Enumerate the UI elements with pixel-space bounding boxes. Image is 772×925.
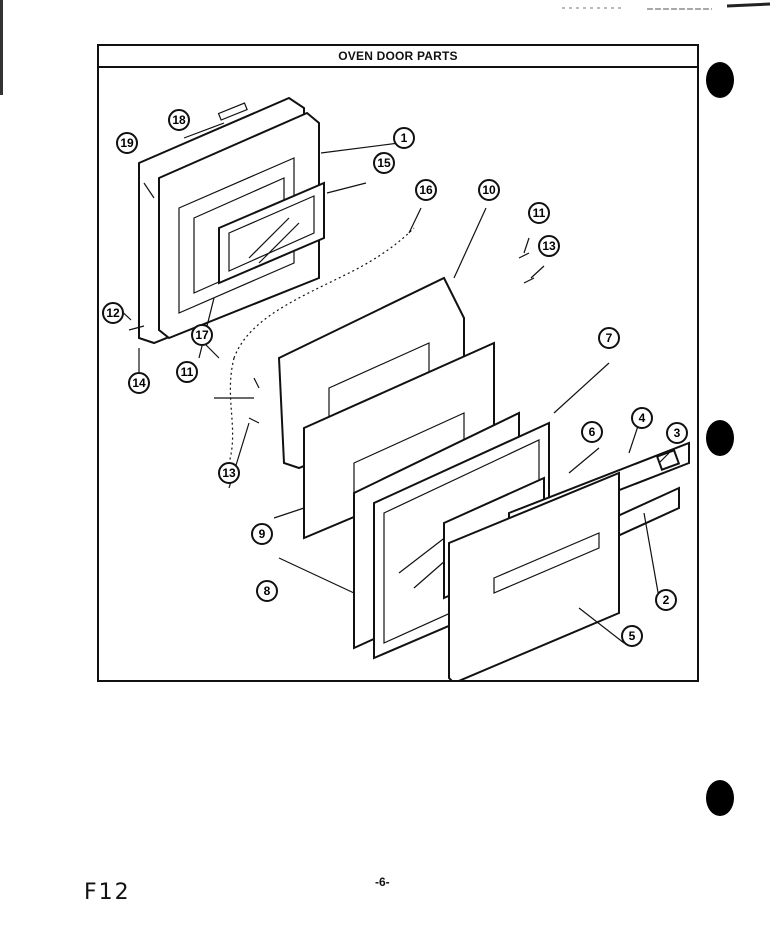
- page-edge: [0, 0, 3, 95]
- callout-4: 4: [631, 407, 653, 429]
- callout-11-right: 11: [528, 202, 550, 224]
- callout-3: 3: [666, 422, 688, 444]
- svg-text:13: 13: [542, 239, 556, 253]
- gasket-part: [228, 227, 415, 464]
- diagram-frame: OVEN DOOR PARTS: [97, 44, 699, 682]
- svg-text:17: 17: [195, 328, 209, 342]
- svg-text:7: 7: [606, 331, 613, 345]
- outer-door-panel-part: [448, 471, 620, 680]
- punch-hole-icon: [706, 62, 734, 98]
- exploded-door-diagram: 1 2 3 4 5 6 7 8 9 10 11 11 12 13 13 14 1…: [102, 96, 690, 680]
- screw-parts: [128, 252, 535, 424]
- callout-10: 10: [478, 179, 500, 201]
- svg-text:8: 8: [264, 584, 271, 598]
- callout-19: 19: [116, 132, 138, 154]
- footer-code: F12: [84, 880, 131, 905]
- callout-14: 14: [128, 372, 150, 394]
- page-number: -6-: [375, 875, 390, 889]
- svg-text:9: 9: [259, 527, 266, 541]
- svg-text:15: 15: [377, 156, 391, 170]
- callout-13-left: 13: [218, 462, 240, 484]
- svg-text:6: 6: [589, 425, 596, 439]
- callout-16: 16: [415, 179, 437, 201]
- svg-text:19: 19: [120, 136, 134, 150]
- callout-12: 12: [102, 302, 124, 324]
- callout-6: 6: [581, 421, 603, 443]
- callout-13-right: 13: [538, 235, 560, 257]
- callout-11-left: 11: [176, 361, 198, 383]
- callout-2: 2: [655, 589, 677, 611]
- svg-text:11: 11: [181, 365, 194, 379]
- svg-text:11: 11: [533, 206, 546, 220]
- callout-1: 1: [393, 127, 415, 149]
- page-title: OVEN DOOR PARTS: [99, 46, 697, 68]
- svg-text:5: 5: [629, 629, 636, 643]
- callout-9: 9: [251, 523, 273, 545]
- svg-text:2: 2: [663, 593, 670, 607]
- svg-text:1: 1: [401, 131, 408, 145]
- svg-text:4: 4: [639, 411, 646, 425]
- punch-hole-icon: [706, 420, 734, 456]
- svg-text:14: 14: [132, 376, 146, 390]
- callout-17: 17: [191, 324, 213, 346]
- inner-window-part: [218, 181, 325, 285]
- svg-text:3: 3: [674, 426, 681, 440]
- svg-text:12: 12: [106, 306, 120, 320]
- scan-noise: [562, 2, 771, 10]
- svg-text:10: 10: [482, 183, 496, 197]
- callout-18: 18: [168, 109, 190, 131]
- punch-hole-icon: [706, 780, 734, 816]
- svg-text:18: 18: [172, 113, 186, 127]
- callout-7: 7: [598, 327, 620, 349]
- svg-text:16: 16: [419, 183, 433, 197]
- svg-text:13: 13: [222, 466, 236, 480]
- callout-15: 15: [373, 152, 395, 174]
- callout-5: 5: [621, 625, 643, 647]
- callout-8: 8: [256, 580, 278, 602]
